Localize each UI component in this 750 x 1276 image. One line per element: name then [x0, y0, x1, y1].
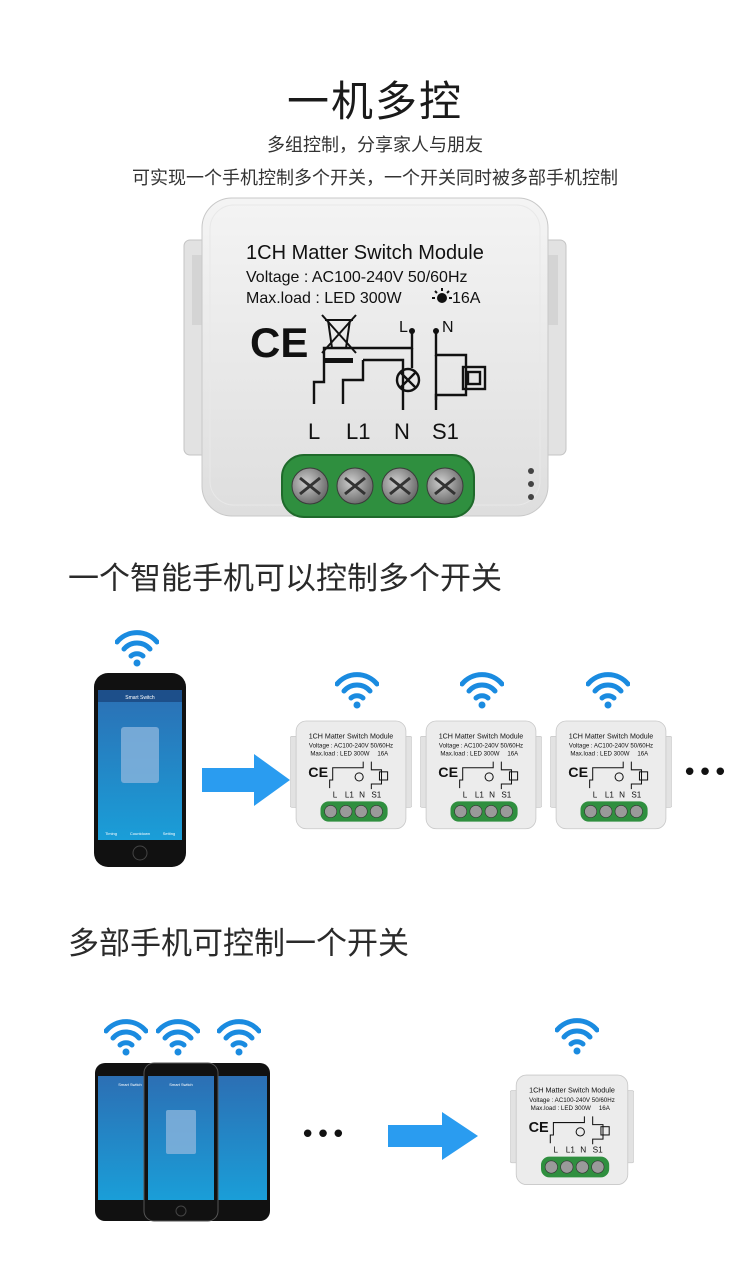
svg-text:N: N [489, 790, 495, 799]
switch-module-small-3: 1CH Matter Switch Module Voltage : AC100… [550, 720, 672, 830]
svg-text:S1: S1 [631, 790, 641, 799]
arrow-right [202, 754, 290, 806]
svg-text:L1: L1 [605, 790, 615, 799]
wifi-icon [156, 1017, 200, 1057]
switch-module-small-1: 1CH Matter Switch Module Voltage : AC100… [290, 720, 412, 830]
indicator-dots [528, 468, 534, 500]
wifi-icon [555, 1016, 599, 1056]
smartphone-front: Smart Switch [143, 1062, 219, 1222]
switch-module-target: 1CH Matter Switch Module Voltage : AC100… [510, 1074, 634, 1185]
module-voltage: Voltage : AC100-240V 50/60Hz [246, 269, 468, 286]
ce-mark: CE [438, 765, 458, 781]
svg-text:S1: S1 [593, 1146, 604, 1155]
terminal-screws [291, 467, 464, 505]
subtitle-2: 可实现一个手机控制多个开关，一个开关同时被多部手机控制 [132, 168, 618, 189]
wiring-diagram [312, 333, 487, 410]
section-heading-one-to-many: 一个智能手机可以控制多个开关 [68, 561, 502, 597]
phone-tab-countdown: Countdown [130, 831, 150, 836]
svg-text:L: L [333, 790, 338, 799]
wifi-icon [104, 1017, 148, 1057]
terminal-label-n: N [394, 419, 410, 444]
arrow-right [388, 1112, 478, 1160]
weee-bar [325, 358, 353, 363]
phone-app-title: Smart Switch [125, 695, 155, 701]
wifi-icon [586, 670, 630, 710]
terminal-top-n: N [442, 319, 454, 336]
ellipsis-more-switches: ••• [682, 758, 729, 788]
terminal-label-s1: S1 [432, 419, 459, 444]
terminal-label-l: L [308, 419, 320, 444]
module-maxload: Max.load : LED 300W [440, 751, 499, 758]
module-maxload: Max.load : LED 300W [310, 751, 369, 758]
phone-tab-timing: Timing [105, 831, 117, 836]
svg-text:Smart Switch: Smart Switch [169, 1082, 193, 1087]
module-amp: 16A [637, 751, 649, 758]
svg-text:L1: L1 [345, 790, 355, 799]
module-amp: 16A [452, 290, 481, 307]
wifi-icon [217, 1017, 261, 1057]
svg-text:S1: S1 [501, 790, 511, 799]
svg-text:S1: S1 [371, 790, 381, 799]
wifi-icon [115, 628, 159, 668]
phone-tab-setting: Setting [163, 831, 175, 836]
module-amp: 16A [599, 1105, 611, 1112]
subtitle-1: 多组控制，分享家人与朋友 [267, 135, 483, 156]
module-name: 1CH Matter Switch Module [569, 732, 654, 740]
module-amp: 16A [507, 751, 519, 758]
page-title: 一机多控 [286, 77, 463, 126]
module-voltage: Voltage : AC100-240V 50/60Hz [529, 1097, 615, 1104]
svg-text:L: L [463, 790, 468, 799]
svg-text:L: L [553, 1146, 558, 1155]
module-voltage: Voltage : AC100-240V 50/60Hz [439, 742, 523, 749]
ellipsis-more-phones: ••• [300, 1120, 347, 1150]
module-voltage: Voltage : AC100-240V 50/60Hz [569, 742, 653, 749]
svg-text:L: L [593, 790, 598, 799]
module-maxload: Max.load : LED 300W [531, 1105, 591, 1112]
module-amp: 16A [377, 751, 389, 758]
ce-mark: CE [568, 765, 588, 781]
switch-module-large: 1CH Matter Switch Module Voltage : AC100… [183, 197, 567, 518]
svg-text:L1: L1 [475, 790, 485, 799]
terminal-label-l1: L1 [346, 419, 370, 444]
smartphones-group: Smart Switch Smart Switch [95, 1062, 270, 1222]
svg-text:N: N [359, 790, 365, 799]
svg-text:N: N [619, 790, 625, 799]
svg-text:Smart Switch: Smart Switch [118, 1082, 142, 1087]
smartphone: Smart Switch Timing Countdown Setting [94, 673, 186, 867]
module-name: 1CH Matter Switch Module [529, 1086, 615, 1095]
terminal-top-l: L [399, 319, 408, 336]
ce-mark: CE [250, 319, 308, 366]
switch-module-small-2: 1CH Matter Switch Module Voltage : AC100… [420, 720, 542, 830]
bulb-icon [432, 288, 452, 303]
section-heading-many-to-one: 多部手机可控制一个开关 [68, 926, 409, 962]
module-maxload: Max.load : LED 300W [246, 290, 403, 307]
svg-text:L1: L1 [566, 1146, 576, 1155]
ce-mark: CE [529, 1120, 549, 1136]
module-name: 1CH Matter Switch Module [246, 242, 484, 264]
svg-text:N: N [580, 1146, 586, 1155]
module-maxload: Max.load : LED 300W [570, 751, 629, 758]
terminal-block [281, 454, 475, 518]
module-voltage: Voltage : AC100-240V 50/60Hz [309, 742, 393, 749]
wifi-icon [335, 670, 379, 710]
ce-mark: CE [308, 765, 328, 781]
wifi-icon [460, 670, 504, 710]
module-name: 1CH Matter Switch Module [309, 732, 394, 740]
module-name: 1CH Matter Switch Module [439, 732, 524, 740]
